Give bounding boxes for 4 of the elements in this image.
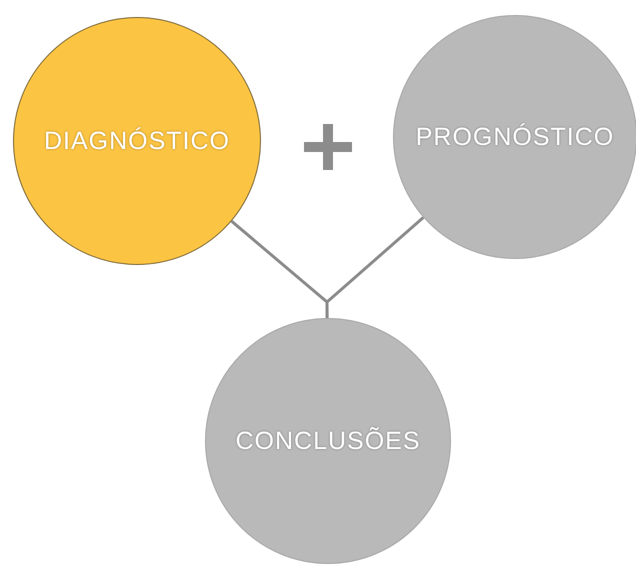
circle-label: CONCLUSÕES	[235, 426, 421, 456]
connector-line	[326, 216, 424, 318]
circle-label: DIAGNÓSTICO	[44, 126, 230, 156]
circle-label: PROGNÓSTICO	[416, 122, 614, 152]
